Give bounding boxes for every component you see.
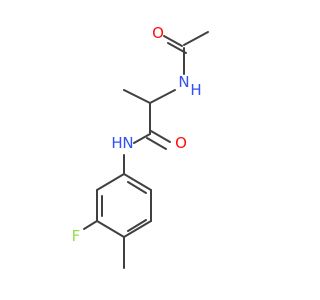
atom-labels: O N H O N H F (72, 24, 202, 245)
bond-ring-3 (96, 220, 125, 238)
bond-amide-co-a (150, 130, 171, 143)
bond-alpha-methyl (123, 89, 151, 104)
atom-acetyl-nitrogen-hydrogen: H (190, 81, 201, 99)
atom-amide-oxygen: O (175, 134, 187, 152)
atom-fluorine: F (72, 227, 81, 245)
structure-diagram: O N H O N H F (72, 24, 209, 269)
bond-amide-co-b (146, 137, 167, 150)
atom-acetyl-nitrogen: N (178, 73, 189, 91)
bond-ring-f (83, 220, 98, 230)
atom-acetyl-oxygen: O (152, 24, 164, 42)
bond-n-alpha (149, 89, 176, 104)
bonds (83, 31, 209, 269)
structure-canvas: O N H O N H F (72, 24, 209, 269)
atom-anilide-nitrogen: N (122, 134, 133, 152)
bond-acetyl-carbonyl-a (163, 35, 183, 47)
bond-carbonyl-nh (133, 133, 151, 144)
bond-ring-inner-2 (127, 219, 147, 232)
bond-ring-4 (123, 220, 152, 238)
bond-acetyl-methyl (183, 31, 209, 46)
bond-ring-1 (96, 173, 125, 191)
bond-ring-inner-3 (127, 181, 147, 194)
atom-anilide-nitrogen-hydrogen: H (111, 134, 122, 152)
bond-ring-6 (123, 173, 152, 191)
